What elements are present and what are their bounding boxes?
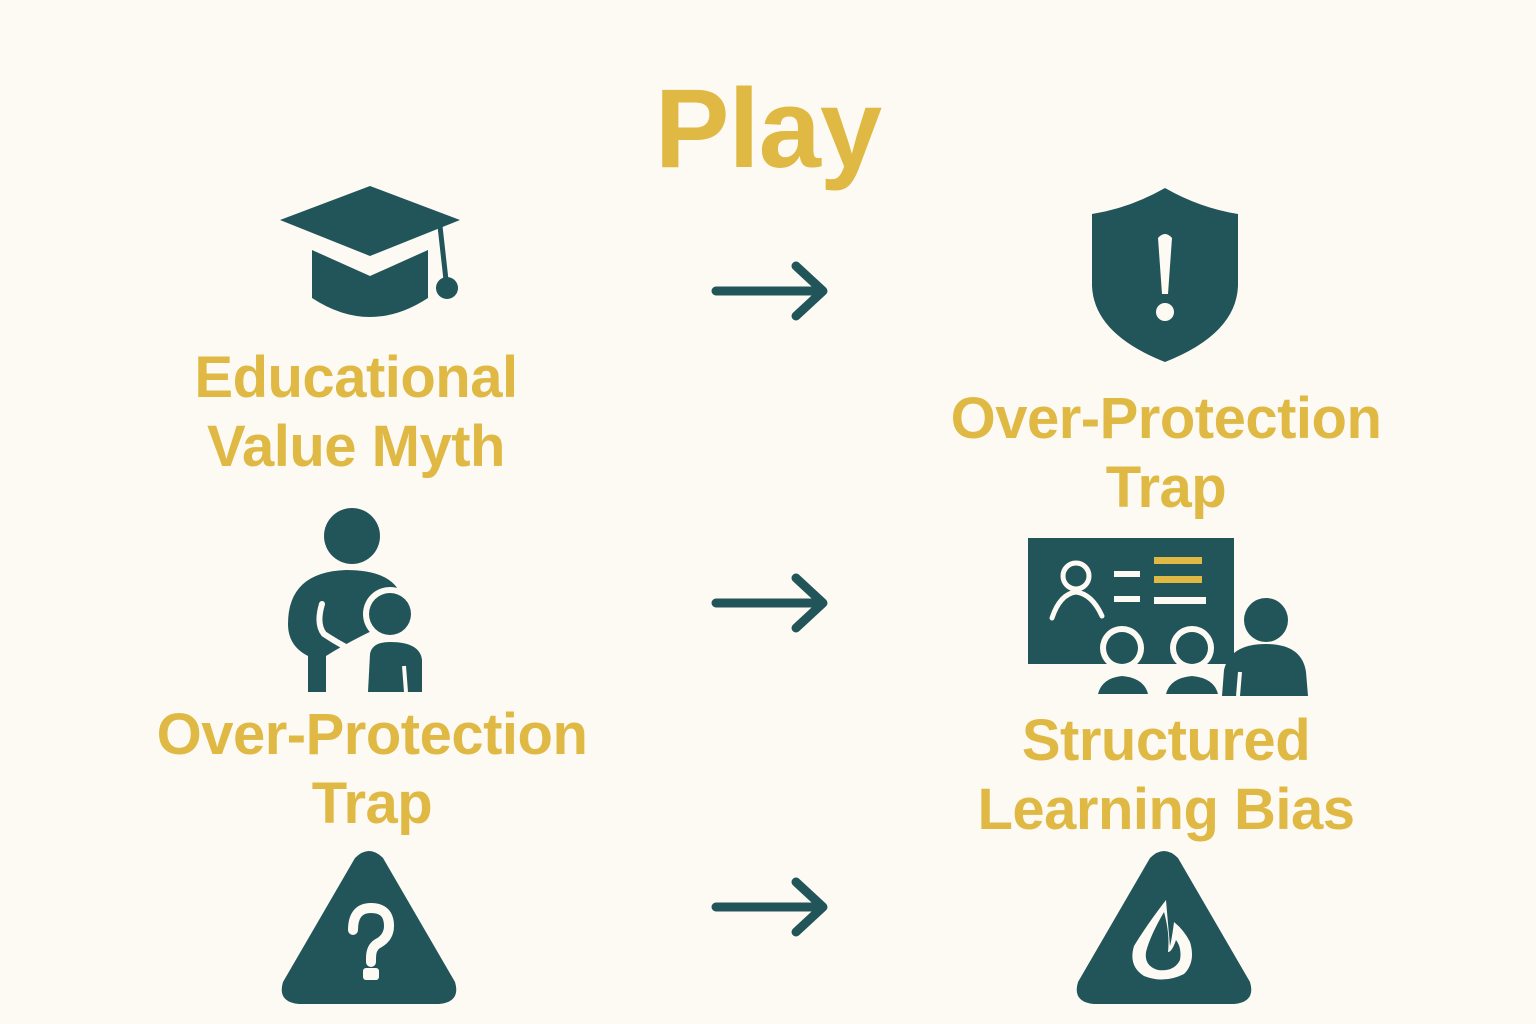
node-label-structured-learning-bias: Structured Learning Bias: [977, 708, 1355, 842]
right-arrow-icon: [711, 573, 828, 633]
right-arrow-icon: [711, 261, 828, 321]
warning-question-icon: [281, 851, 457, 1004]
shield-exclamation-icon: [1092, 188, 1238, 362]
graduation-cap-icon: [280, 186, 460, 317]
right-arrow-icon: [711, 877, 828, 937]
node-label-over-protection-trap-right: Over-Protection Trap: [950, 386, 1382, 520]
diagram-title: Play: [654, 66, 882, 191]
warning-drop-icon: [1076, 851, 1252, 1004]
node-label-educational-value-myth: Educational Value Myth: [194, 345, 518, 479]
parent-child-icon: [288, 508, 428, 693]
classroom-presentation-icon: [1028, 538, 1308, 697]
node-label-over-protection-trap-left: Over-Protection Trap: [156, 702, 588, 836]
